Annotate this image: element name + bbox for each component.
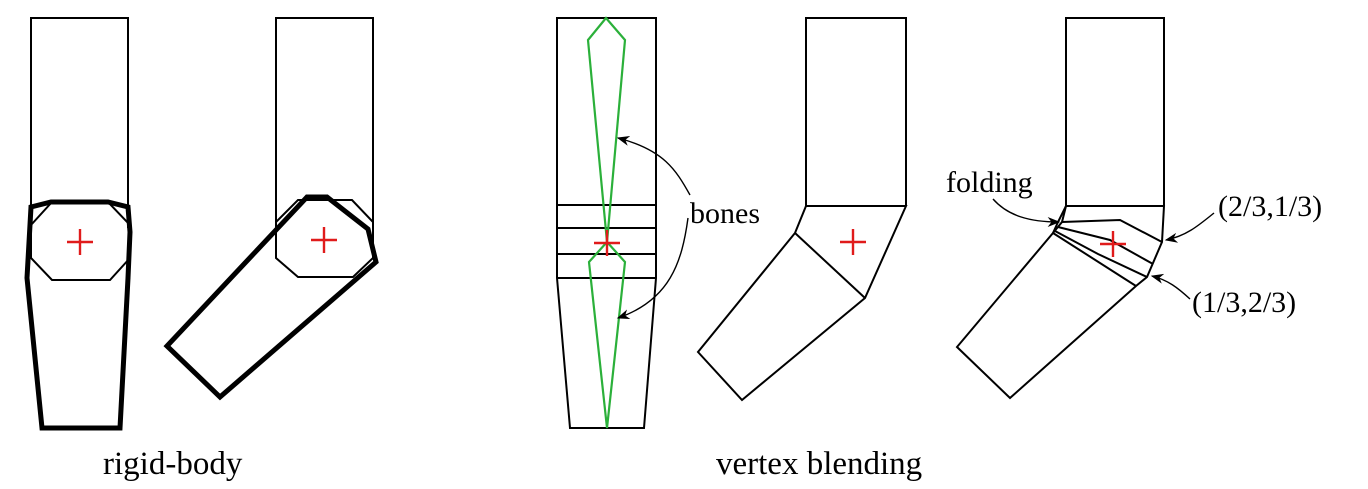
joint-center-icon [594,230,620,256]
blend-crease [794,232,866,299]
weight-label-lower: (1/3,2/3) [1192,286,1296,319]
band-line [1061,218,1163,243]
joint-center-icon [840,229,866,255]
blending-bent-panel [696,17,908,402]
folding-arrow [992,198,1061,228]
folding-label: folding [946,166,1033,199]
weight-arrow-upper [1164,212,1215,243]
lower-segment [163,194,379,401]
rigid-straight-panel [24,17,133,431]
joint-center-icon [311,227,337,253]
blended-lower-segment [955,205,1166,400]
bones-arrow-upper [616,135,691,196]
upper-segment [275,17,374,252]
blending-folding-panel [955,17,1166,400]
band-line [1057,226,1154,265]
caption-vertex-blending: vertex blending [716,446,922,482]
upper-segment [805,17,907,206]
blending-straight-panel [556,16,657,429]
upper-segment [30,17,129,228]
weight-arrow-lower [1150,273,1191,300]
bones-arrow-lower [616,217,689,320]
joint-center-icon [67,229,93,255]
mesh-outline [556,17,657,429]
lower-bone [587,240,627,429]
joint-octagon [275,199,374,278]
bones-label: bones [690,197,760,230]
lower-segment [24,199,133,431]
joint-octagon [30,201,131,281]
blended-lower-segment [696,205,908,402]
rigid-bent-panel [163,17,379,401]
weight-label-upper: (2/3,1/3) [1218,190,1322,223]
band-line [1054,230,1148,278]
caption-rigid-body: rigid-body [103,446,243,482]
band-line [1052,232,1137,287]
joint-center-icon [1100,231,1126,257]
upper-bone [586,16,627,243]
upper-segment [1065,17,1165,206]
